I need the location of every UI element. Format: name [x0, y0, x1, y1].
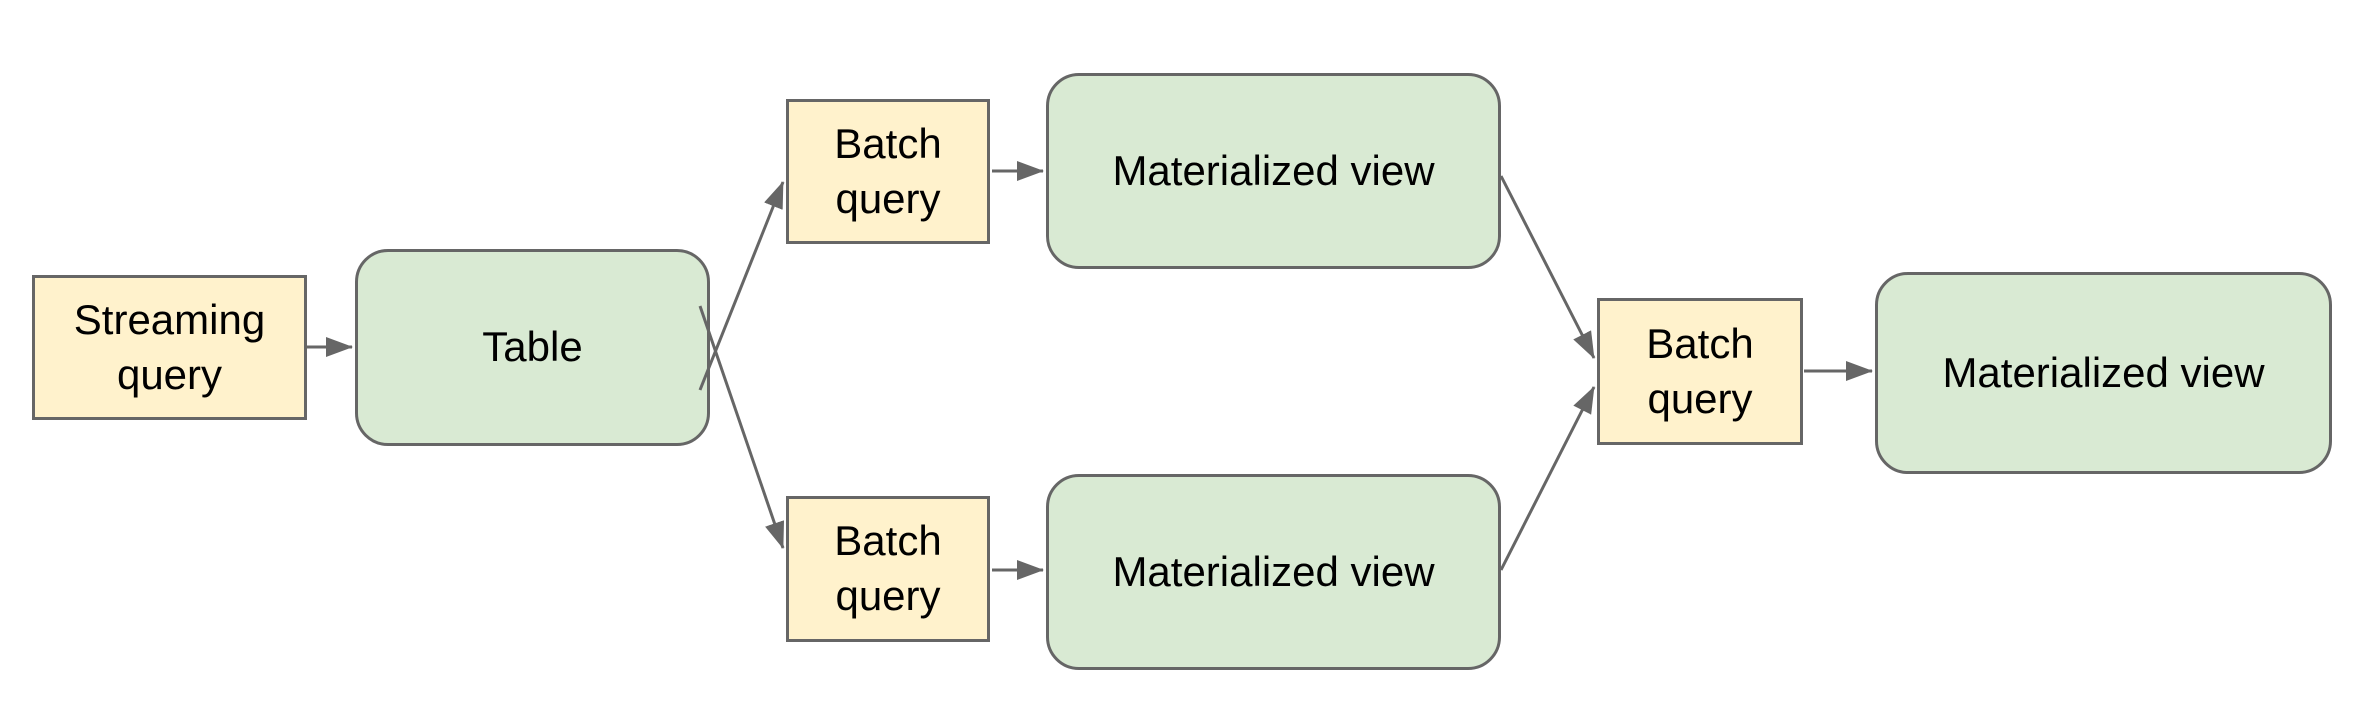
edge-table-to-batch-top — [698, 181, 785, 391]
node-batch-query-bottom: Batch query — [786, 496, 990, 642]
node-label: Materialized view — [1112, 146, 1435, 194]
edge-mv-top-to-batch-final — [1499, 175, 1596, 359]
node-label: Materialized view — [1112, 547, 1435, 595]
node-materialized-view-bottom: Materialized view — [1046, 474, 1501, 670]
node-label: Materialized view — [1942, 348, 2265, 396]
node-label: Table — [482, 323, 583, 371]
node-label: Batch query — [1646, 319, 1754, 422]
node-materialized-view-top: Materialized view — [1046, 73, 1501, 269]
edge-mv-bottom-to-batch-final — [1499, 386, 1596, 571]
node-batch-query-top: Batch query — [786, 99, 990, 244]
node-batch-query-final: Batch query — [1597, 298, 1803, 445]
node-label: Batch query — [834, 517, 942, 619]
node-materialized-view-final: Materialized view — [1875, 272, 2332, 474]
edge-table-to-batch-bottom — [698, 305, 785, 549]
node-table: Table — [355, 249, 710, 446]
node-label: Batch query — [834, 119, 942, 222]
node-label: Streaming query — [73, 295, 266, 398]
node-streaming-query: Streaming query — [32, 275, 307, 420]
